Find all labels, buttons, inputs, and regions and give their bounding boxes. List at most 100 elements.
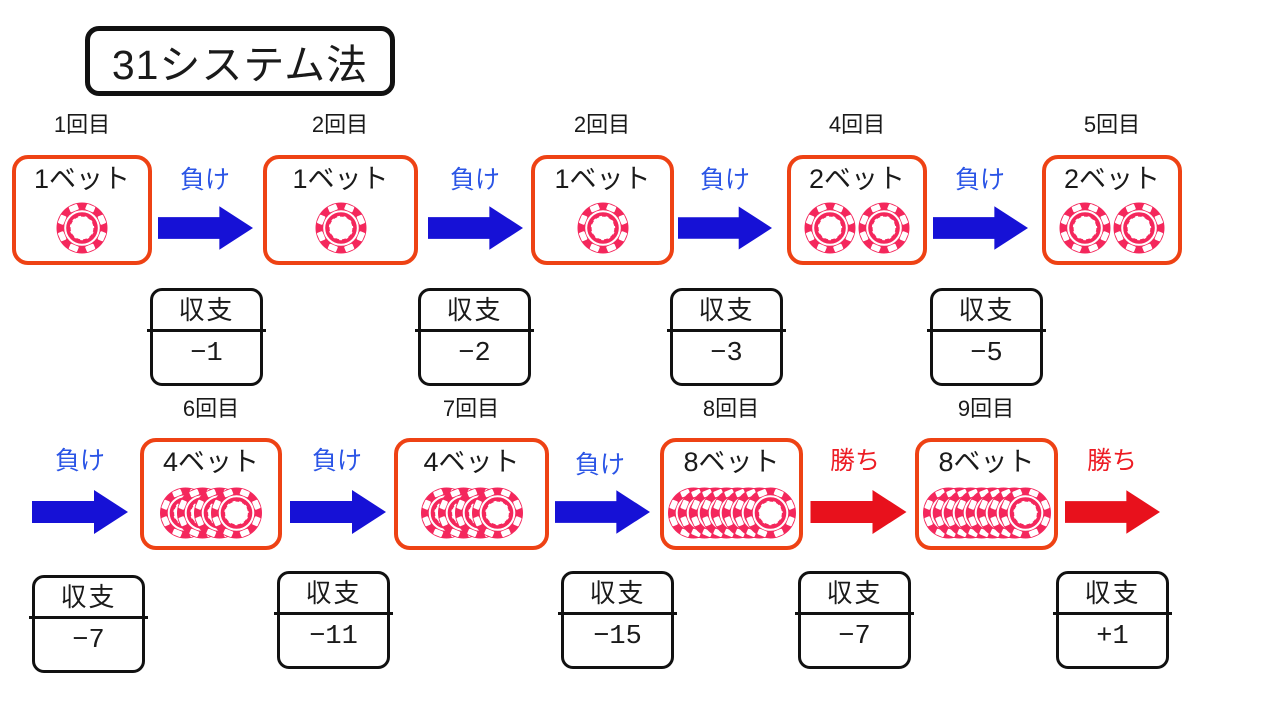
result-label-win: 勝ち <box>1086 447 1137 475</box>
casino-chip-icon <box>804 202 856 254</box>
chip-stack <box>56 202 108 254</box>
result-label-lose: 負け <box>179 166 230 194</box>
balance-box-8: 収支 −7 <box>795 571 914 669</box>
casino-chip-icon <box>471 487 523 539</box>
result-label-lose: 負け <box>311 447 362 475</box>
balance-divider <box>29 616 148 619</box>
casino-chip-icon <box>56 202 108 254</box>
bet-box-2: 1ベット <box>263 155 418 265</box>
lose-arrow-icon <box>428 206 523 250</box>
result-label-win: 勝ち <box>829 447 880 475</box>
balance-divider <box>415 329 534 332</box>
result-label-lose: 負け <box>574 451 625 479</box>
balance-box-5: 収支 −7 <box>29 575 148 673</box>
bet-label: 1ベット <box>292 164 389 194</box>
lose-arrow-icon <box>158 206 253 250</box>
turn-label-8: 8回目 <box>702 396 760 421</box>
lose-arrow-icon <box>678 206 772 250</box>
bet-label: 2ベット <box>1063 164 1161 194</box>
lose-arrow-icon <box>290 490 386 534</box>
bet-label: 1ベット <box>33 164 131 194</box>
bet-box-4: 2ベット <box>787 155 927 265</box>
balance-title: 収支 <box>958 295 1015 325</box>
chip-stack <box>804 202 910 254</box>
balance-title: 収支 <box>1084 578 1141 608</box>
balance-divider <box>667 329 786 332</box>
result-label-lose: 負け <box>699 166 750 194</box>
chip-stack <box>667 487 796 539</box>
casino-chip-icon <box>315 202 367 254</box>
balance-title: 収支 <box>698 295 755 325</box>
balance-box-1: 収支 −1 <box>147 288 266 386</box>
page-title: 31システム法 <box>111 42 369 88</box>
balance-divider <box>795 612 914 615</box>
turn-label-2: 2回目 <box>311 112 369 137</box>
balance-divider <box>147 329 266 332</box>
balance-divider <box>1053 612 1172 615</box>
bet-box-5: 2ベット <box>1042 155 1182 265</box>
balance-box-3: 収支 −3 <box>667 288 786 386</box>
balance-value: −11 <box>309 622 358 652</box>
balance-box-7: 収支 −15 <box>558 571 677 669</box>
chip-stack <box>160 487 263 539</box>
turn-label-4: 4回目 <box>828 112 886 137</box>
turn-label-7: 7回目 <box>442 396 500 421</box>
balance-box-9: 収支 +1 <box>1053 571 1172 669</box>
balance-box-6: 収支 −11 <box>274 571 393 669</box>
balance-title: 収支 <box>178 295 235 325</box>
turn-label-1: 1回目 <box>53 112 111 137</box>
lose-arrow-icon <box>32 490 128 534</box>
balance-value: −5 <box>970 339 1003 369</box>
chip-stack <box>577 202 629 254</box>
bet-label: 8ベット <box>683 447 780 477</box>
bet-box-1: 1ベット <box>12 155 152 265</box>
result-label-lose: 負け <box>954 166 1005 194</box>
bet-box-3: 1ベット <box>531 155 674 265</box>
lose-arrow-icon <box>555 490 650 534</box>
balance-value: −7 <box>838 622 871 652</box>
turn-label-9: 9回目 <box>957 396 1015 421</box>
bet-label: 2ベット <box>808 164 906 194</box>
balance-divider <box>558 612 677 615</box>
balance-value: −7 <box>72 626 105 656</box>
chip-stack <box>315 202 367 254</box>
bet-box-6: 4ベット <box>140 438 282 550</box>
chip-stack <box>922 487 1051 539</box>
balance-title: 収支 <box>305 578 362 608</box>
bet-label: 8ベット <box>938 447 1035 477</box>
chip-stack <box>1059 202 1165 254</box>
balance-value: +1 <box>1096 622 1129 652</box>
bet-label: 4ベット <box>423 447 520 477</box>
balance-value: −15 <box>593 622 642 652</box>
balance-title: 収支 <box>60 582 117 612</box>
balance-divider <box>927 329 1046 332</box>
win-arrow-icon <box>1065 490 1160 534</box>
balance-box-4: 収支 −5 <box>927 288 1046 386</box>
turn-label-5: 5回目 <box>1083 112 1141 137</box>
casino-chip-icon <box>1113 202 1165 254</box>
balance-value: −2 <box>458 339 491 369</box>
title-box: 31システム法 <box>85 26 395 96</box>
casino-chip-icon <box>211 487 263 539</box>
balance-divider <box>274 612 393 615</box>
casino-chip-icon <box>1059 202 1111 254</box>
casino-chip-icon <box>858 202 910 254</box>
chip-stack <box>420 487 523 539</box>
casino-chip-icon <box>577 202 629 254</box>
balance-box-2: 収支 −2 <box>415 288 534 386</box>
win-arrow-icon <box>810 490 907 534</box>
balance-title: 収支 <box>826 578 883 608</box>
result-label-lose: 負け <box>449 166 500 194</box>
bet-label: 1ベット <box>554 164 651 194</box>
bet-box-9: 8ベット <box>915 438 1058 550</box>
bet-box-7: 4ベット <box>394 438 549 550</box>
turn-label-6: 6回目 <box>182 396 240 421</box>
balance-title: 収支 <box>589 578 646 608</box>
bet-box-8: 8ベット <box>660 438 803 550</box>
bet-label: 4ベット <box>162 447 260 477</box>
balance-title: 収支 <box>446 295 503 325</box>
result-label-lose: 負け <box>54 447 105 475</box>
casino-chip-icon <box>744 487 796 539</box>
balance-value: −3 <box>710 339 743 369</box>
